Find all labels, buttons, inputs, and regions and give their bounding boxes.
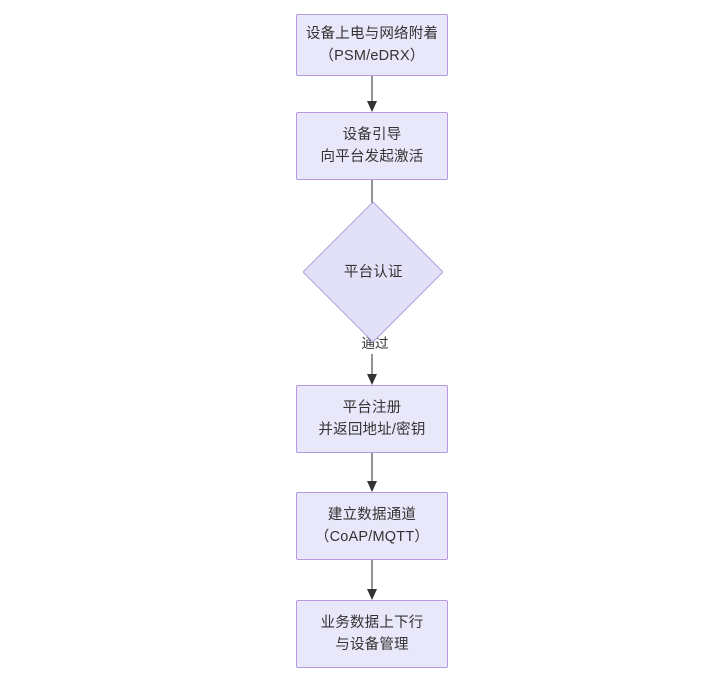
node-device-power-on[interactable]: 设备上电与网络附着 （PSM/eDRX）: [296, 14, 448, 76]
node-platform-register[interactable]: 平台注册 并返回地址/密钥: [296, 385, 448, 453]
edge-n4-n5: [367, 453, 377, 492]
node-establish-data-channel[interactable]: 建立数据通道 （CoAP/MQTT）: [296, 492, 448, 560]
node-label-platform-auth-decision: 平台认证: [343, 264, 403, 280]
edge-label-pass: 通过: [352, 334, 398, 354]
node-business-data-and-device-mgmt[interactable]: 业务数据上下行 与设备管理: [296, 600, 448, 668]
node-label-establish-data-channel: 建立数据通道 （CoAP/MQTT）: [314, 507, 430, 545]
node-label-device-bootstrap: 设备引导 向平台发起激活: [320, 127, 424, 165]
edge-n5-n6: [367, 560, 377, 600]
node-device-bootstrap[interactable]: 设备引导 向平台发起激活: [296, 112, 448, 180]
edge-n1-n2: [367, 76, 377, 112]
node-label-device-power-on: 设备上电与网络附着 （PSM/eDRX）: [305, 26, 439, 64]
node-label-platform-register: 平台注册 并返回地址/密钥: [318, 400, 426, 438]
node-label-business-data-and-device-mgmt: 业务数据上下行 与设备管理: [320, 615, 424, 653]
